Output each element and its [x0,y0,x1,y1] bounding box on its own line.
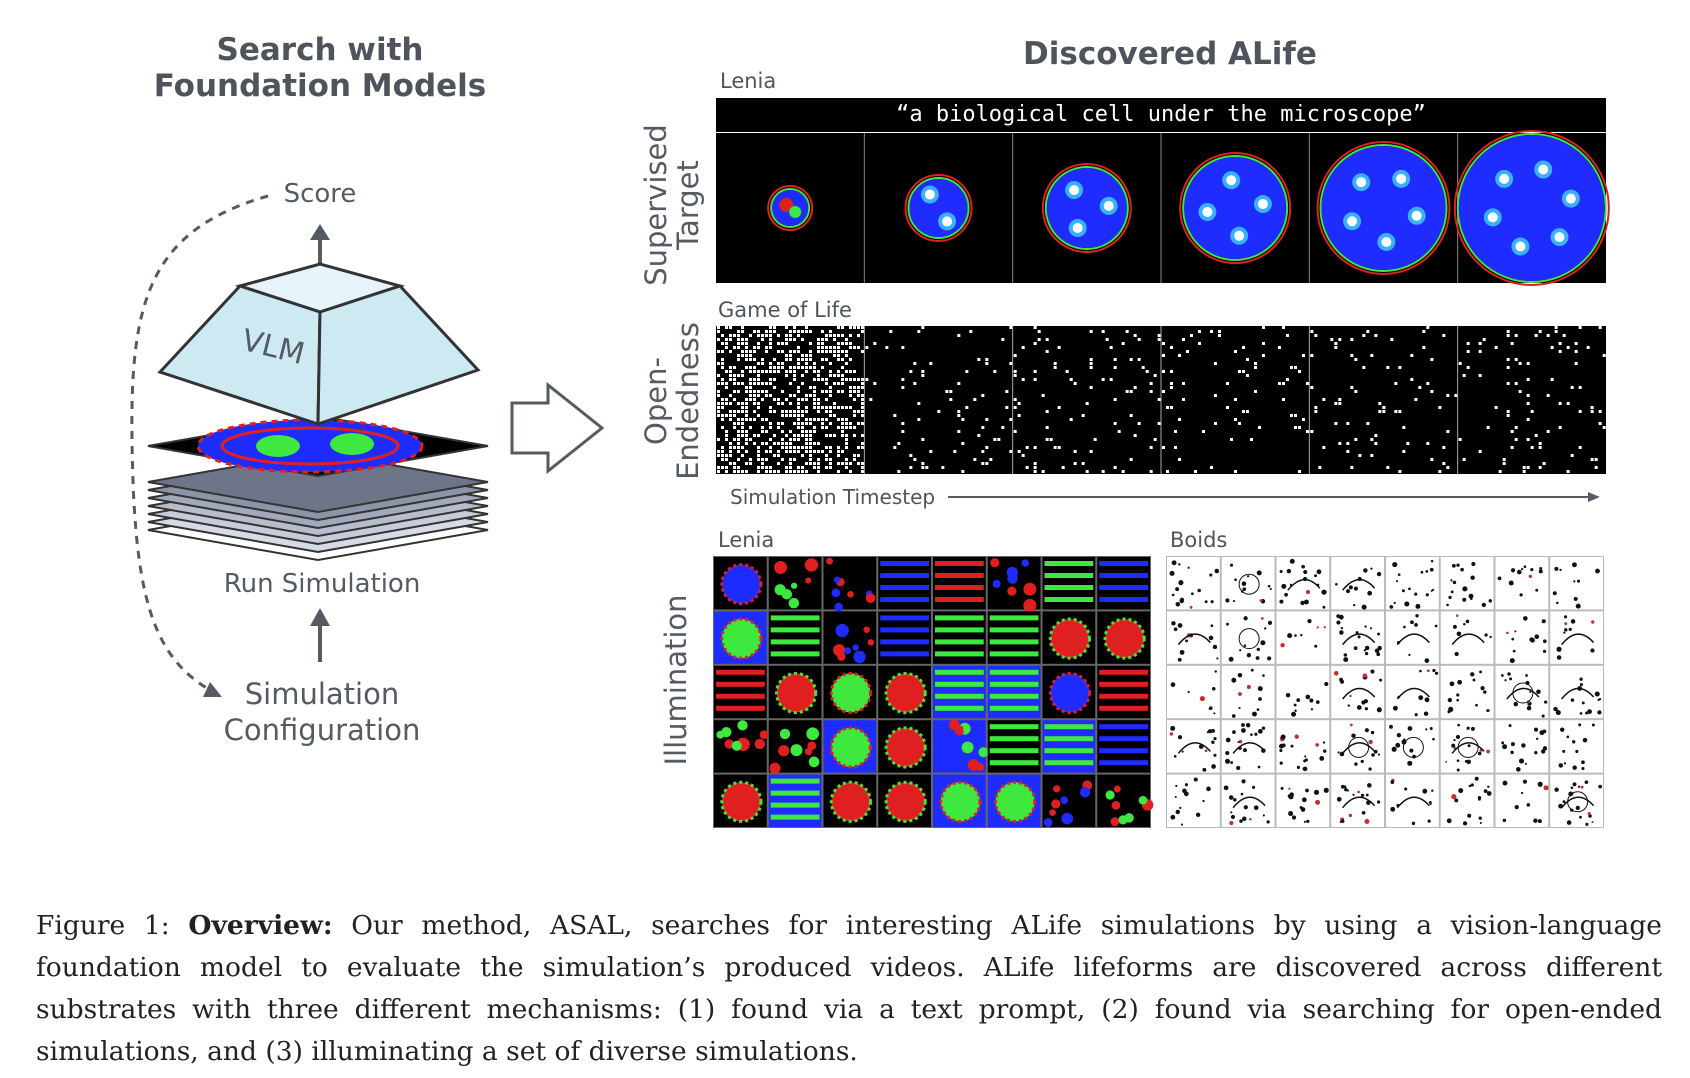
caption-bold-lead: Overview: [188,910,333,941]
score-label: Score [283,179,357,209]
config-label: Simulation Configuration [190,676,454,748]
up-arrow-icon [310,224,330,240]
gol-frames [717,326,1606,474]
boids-illumination-grid [1166,556,1604,828]
left-title-line2: Foundation Models [153,68,487,104]
simulation-frame-stack [147,414,489,562]
vlm-frustum [157,262,481,427]
config-line1: Simulation [244,677,400,711]
left-title: Search with Foundation Models [120,32,520,104]
lenia-frames [767,130,1610,286]
gol-label: Game of Life [718,298,852,322]
lenia-label: Lenia [720,69,777,93]
gol-open-endedness-strip [716,326,1606,474]
timestep-label: Simulation Timestep [730,485,936,509]
right-arrow-icon [1588,492,1600,502]
boids-grid-tiles [1167,557,1603,827]
lenia-supervised-strip [716,130,1610,286]
run-simulation-label: Run Simulation [223,569,421,599]
lenia-illumination-label: Lenia [718,528,775,552]
up-arrow-icon [310,608,330,626]
caption-figure-number: Figure 1: [36,910,170,941]
caption-text: Our method, ASAL, searches for interesti… [36,910,1662,1067]
config-line2: Configuration [223,713,421,747]
lenia-illumination-grid [713,556,1154,828]
figure-caption: Figure 1: Overview: Our method, ASAL, se… [36,905,1662,1073]
lenia-grid-tiles [714,557,1154,827]
right-title: Discovered ALife [1023,36,1317,72]
boids-label: Boids [1170,528,1228,552]
illumination-label: Illumination [659,594,693,766]
text-prompt: “a biological cell under the microscope” [716,98,1606,132]
left-title-line1: Search with [216,32,424,68]
